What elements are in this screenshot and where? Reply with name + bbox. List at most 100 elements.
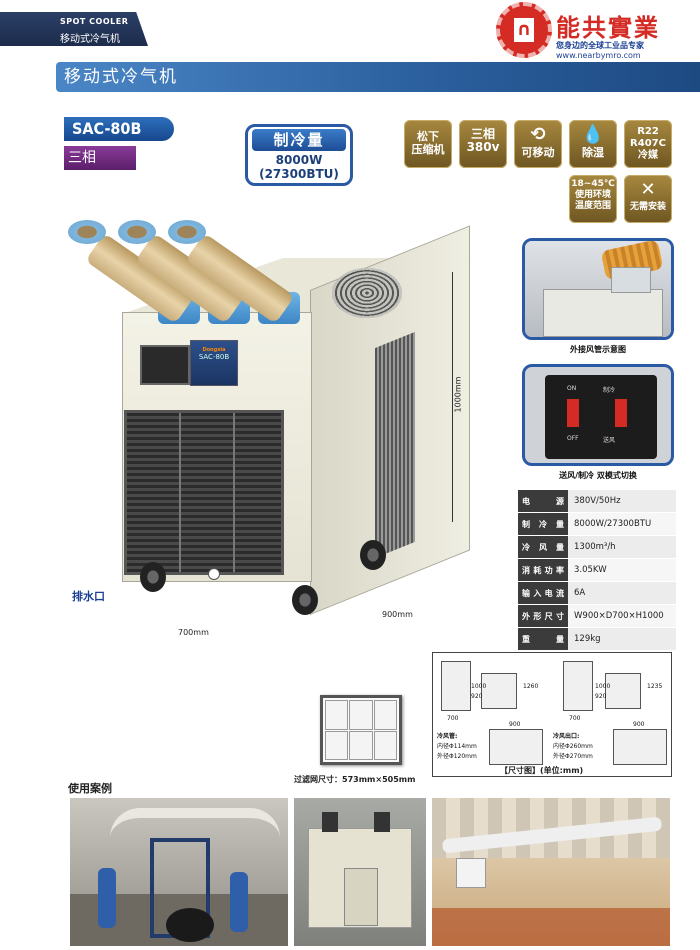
left-depth: 900 (509, 721, 521, 728)
spec-value: 6A (568, 582, 676, 604)
fan-guard (332, 268, 402, 318)
left-top-view (489, 729, 543, 765)
feature-refrigerant: R22 R407C 冷媒 (624, 120, 672, 168)
side-grille (375, 331, 415, 559)
capacity-title: 制冷量 (252, 129, 346, 151)
switch-on-label: ON (567, 385, 577, 392)
switch-left-label: 制冷 (603, 387, 616, 394)
drain-label: 排水口 (72, 590, 105, 603)
height-dimension-line (452, 272, 453, 522)
plate-brand: Dongxia (202, 347, 226, 353)
spec-value: 129kg (568, 628, 676, 650)
duct-demo-photo (522, 238, 674, 340)
switch-right-label: 送风 (603, 437, 616, 444)
feature-dehumidify-label: 除湿 (582, 146, 604, 159)
name-plate: Dongxia SAC-80B (190, 340, 238, 386)
spec-key: 冷风量 (518, 536, 568, 558)
case-photo-workshop (432, 798, 670, 946)
feature-power: 三相 380v (459, 120, 507, 168)
brand-name: 能共實業 (556, 14, 660, 42)
right-note-2: 外径Φ270mm (553, 753, 593, 760)
right-top-view (613, 729, 667, 765)
cases-title: 使用案例 (68, 782, 112, 795)
dimension-caption: 【尺寸图】(单位:mm) (500, 766, 584, 775)
right-front-view (563, 661, 593, 711)
right-width: 700 (569, 715, 581, 722)
movable-icon: ⟲ (530, 124, 546, 145)
feature-compressor-label: 松下 压缩机 (411, 130, 445, 156)
spec-value: 8000W/27300BTU (568, 513, 676, 535)
spec-value: 3.05KW (568, 559, 676, 581)
right-note-1: 内径Φ260mm (553, 743, 593, 750)
power-switch[interactable] (567, 399, 579, 427)
spec-key: 重量 (518, 628, 568, 650)
spec-key: 制冷量 (518, 513, 568, 535)
phase-badge: 三相 380V (64, 146, 136, 190)
spec-value: 380V/50Hz (568, 490, 676, 512)
control-panel (140, 345, 190, 385)
right-depth: 900 (633, 721, 645, 728)
brand-logo[interactable]: ∩ 能共實業 您身边的全球工业品专家 www.nearbymro.com (492, 2, 697, 64)
left-note-1: 内径Φ114mm (437, 743, 477, 750)
category-tag-en: SPOT COOLER (60, 17, 129, 26)
feature-temperature: 18~45℃ 使用环境 温度范围 (569, 175, 617, 223)
plate-model: SAC-80B (198, 353, 230, 361)
front-grille (124, 410, 284, 575)
brand-url[interactable]: www.nearbymro.com (556, 51, 641, 60)
switch-panel-photo: ON 制冷 送风 OFF (522, 364, 674, 466)
feature-movable-label: 可移动 (521, 146, 555, 159)
depth-dimension: 900mm (382, 610, 413, 619)
unit-top-view (543, 289, 663, 337)
feature-no-install-label: 无需安装 (629, 202, 666, 212)
right-note-title: 冷风出口: (553, 733, 580, 740)
left-note-2: 外径Φ120mm (437, 753, 477, 760)
filter-illustration (320, 695, 402, 765)
spec-value: 1300m³/h (568, 536, 676, 558)
caster-wheel (140, 562, 166, 592)
switch-photo-caption: 送风/制冷 双模式切换 (559, 471, 637, 480)
right-height-3: 1235 (647, 683, 663, 690)
droplets-icon: 💧 (581, 124, 605, 145)
page-title: 移动式冷气机 (56, 62, 700, 92)
capacity-box: 制冷量 8000W (27300BTU) (245, 124, 353, 186)
right-height-1: 1000 (595, 683, 611, 690)
spec-key: 电源 (518, 490, 568, 512)
feature-movable: ⟲ 可移动 (514, 120, 562, 168)
drain-port-marker (208, 568, 220, 580)
caster-wheel (292, 585, 318, 615)
feature-temperature-label: 18~45℃ 使用环境 温度范围 (571, 179, 615, 211)
caster-wheel (360, 540, 386, 570)
width-dimension: 700mm (178, 628, 209, 637)
category-tag: SPOT COOLER 移动式冷气机 (0, 12, 148, 46)
left-front-view (441, 661, 471, 711)
duct-outlet-1 (68, 220, 106, 244)
capacity-watts: 8000W (275, 153, 323, 167)
duct-mount (611, 267, 651, 293)
feature-compressor: 松下 压缩机 (404, 120, 452, 168)
left-height-1: 1000 (471, 683, 487, 690)
feature-no-install: ✕ 无需安装 (624, 175, 672, 223)
model-badge: SAC-80B (64, 117, 174, 141)
dimension-drawing: 700 1000 920 1260 900 700 1000 920 1235 … (432, 652, 672, 777)
spec-key: 输入电流 (518, 582, 568, 604)
spec-value: W900×D700×H1000 (568, 605, 676, 627)
right-side-view (605, 673, 641, 709)
brand-slogan: 您身边的全球工业品专家 (556, 41, 644, 50)
duct-outlet-3 (168, 220, 206, 244)
left-height-3: 1260 (523, 683, 539, 690)
mode-switch[interactable] (615, 399, 627, 427)
feature-power-label: 三相 380v (466, 127, 500, 154)
case-photo-room (294, 798, 426, 946)
right-height-2: 920 (595, 693, 607, 700)
capacity-btu: (27300BTU) (259, 167, 339, 181)
left-height-2: 920 (471, 693, 483, 700)
filter-caption: 过滤网尺寸：573mm×505mm (294, 775, 416, 784)
spec-key: 外形尺寸 (518, 605, 568, 627)
